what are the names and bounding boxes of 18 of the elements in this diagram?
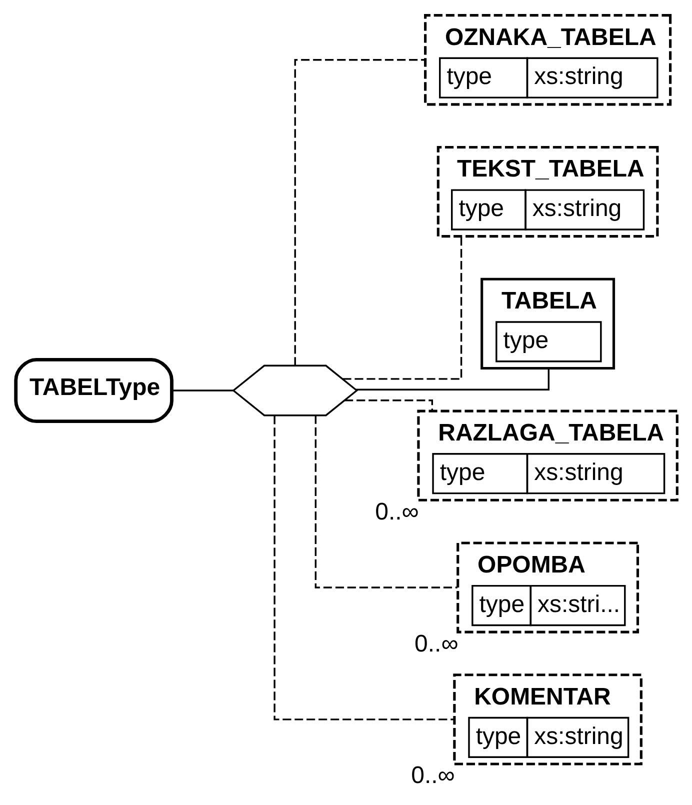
node-box: TEKST_TABELA type xs:string	[436, 146, 658, 238]
node-box: TABELA type	[480, 278, 615, 370]
node-label: 0..∞	[414, 630, 458, 658]
connector	[344, 400, 433, 412]
node-box: TABELType	[14, 358, 173, 424]
node-box: OZNAKA_TABELA type xs:string	[424, 14, 672, 106]
node-label: 0..∞	[374, 498, 418, 526]
connector	[294, 59, 425, 366]
node-box: KOMENTAR type xs:string	[452, 674, 642, 766]
node-box: RAZLAGA_TABELA type xs:string	[416, 410, 678, 502]
node-hexagon	[232, 364, 358, 416]
node-label: 0..∞	[410, 762, 454, 790]
connector	[314, 415, 457, 588]
connector	[172, 390, 233, 392]
node-box: OPOMBA type xs:stri...	[456, 542, 639, 634]
connector	[355, 368, 550, 390]
connector	[342, 236, 462, 380]
connector	[273, 416, 454, 720]
